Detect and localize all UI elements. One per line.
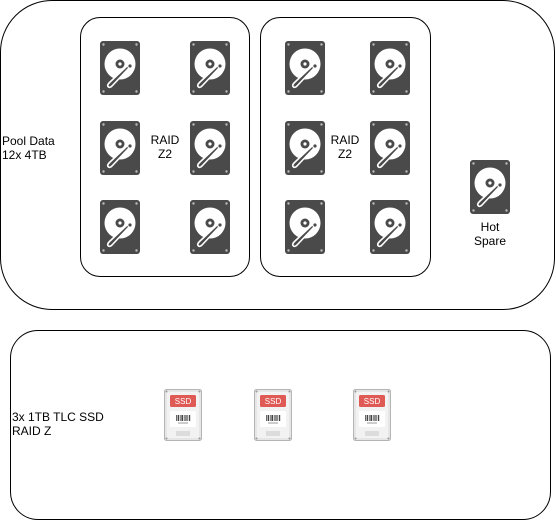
hard-drive-icon bbox=[190, 121, 230, 175]
raid-group-1-label: RAID Z2 bbox=[150, 133, 180, 161]
hard-drive-icon bbox=[285, 200, 325, 254]
hard-drive-icon bbox=[100, 200, 140, 254]
ssd-pool-label: 3x 1TB TLC SSD RAID Z bbox=[12, 410, 104, 438]
hard-drive-icon bbox=[285, 41, 325, 95]
pool-data-label: Pool Data 12x 4TB bbox=[2, 134, 55, 162]
ssd-icon bbox=[353, 389, 391, 441]
hard-drive-icon bbox=[190, 200, 230, 254]
hard-drive-icon bbox=[100, 41, 140, 95]
raid-group-2-label: RAID Z2 bbox=[330, 133, 360, 161]
hard-drive-icon bbox=[190, 41, 230, 95]
hard-drive-icon bbox=[370, 200, 410, 254]
hard-drive-icon bbox=[370, 41, 410, 95]
hard-drive-icon bbox=[470, 160, 510, 214]
hard-drive-icon bbox=[370, 121, 410, 175]
hard-drive-icon bbox=[285, 121, 325, 175]
ssd-icon bbox=[164, 389, 202, 441]
hot-spare-label: Hot Spare bbox=[473, 220, 507, 248]
hard-drive-icon bbox=[100, 121, 140, 175]
ssd-icon bbox=[254, 389, 292, 441]
